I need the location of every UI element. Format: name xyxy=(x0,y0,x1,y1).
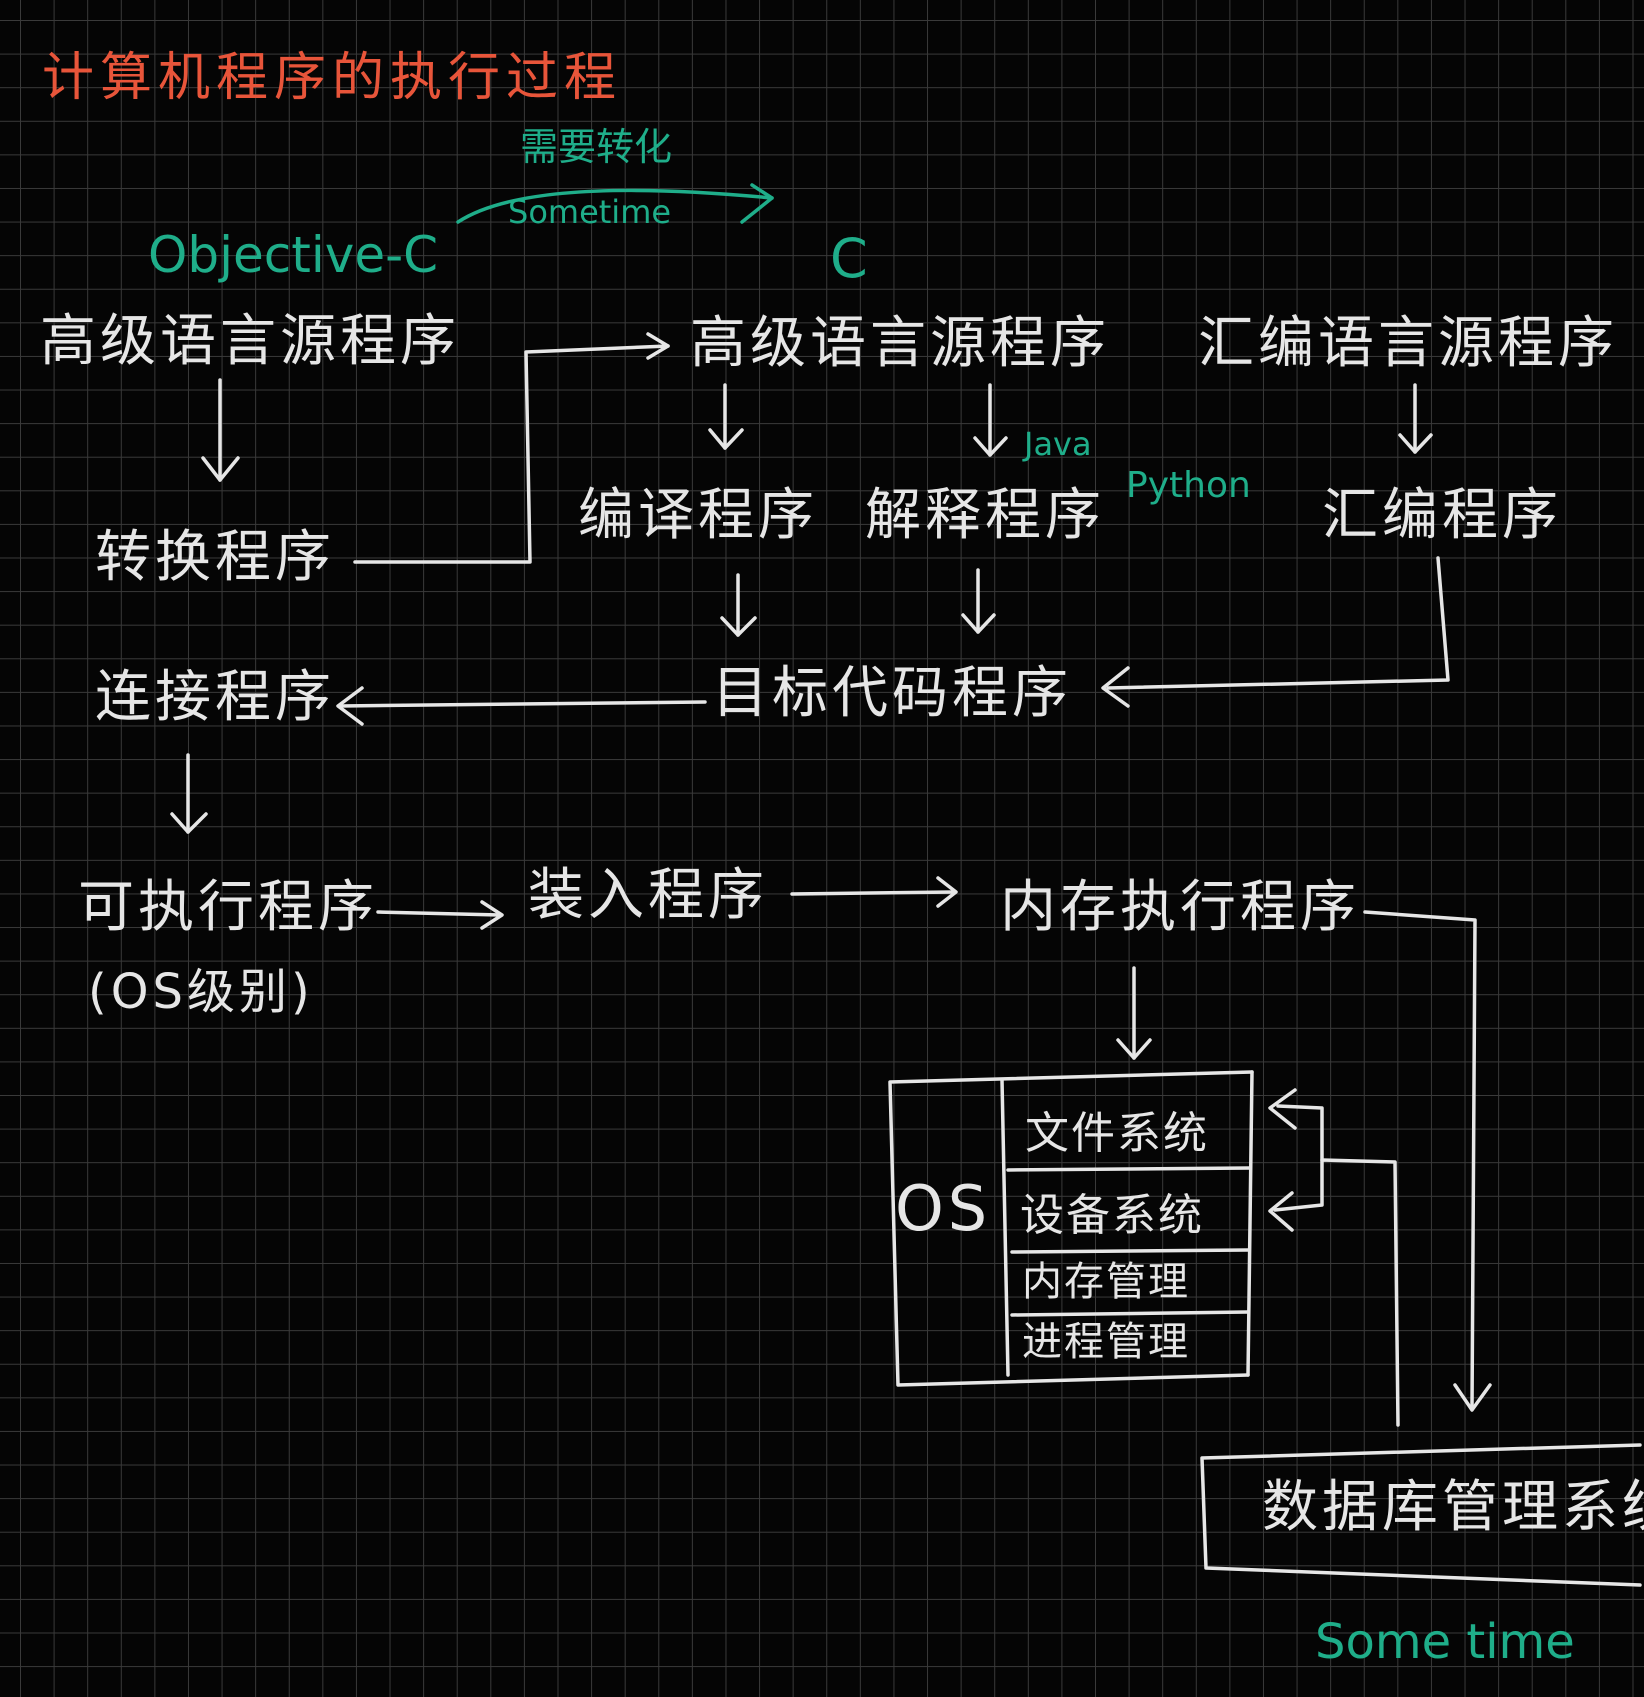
diagram-title: 计算机程序的执行过程 xyxy=(42,48,623,108)
arrowhead-mid-to-interpreter xyxy=(973,436,1008,457)
os-label: OS xyxy=(895,1172,992,1245)
executable-os-level-note: (OS级别) xyxy=(88,964,314,1020)
arrow-dbms-to-os-modules xyxy=(1273,1158,1400,1427)
os-module-dividers xyxy=(1006,1166,1252,1317)
os-module-file-system: 文件系统 xyxy=(1025,1108,1209,1159)
objective-c-label: Objective-C xyxy=(148,226,439,284)
object-code-program: 目标代码程序 xyxy=(712,661,1072,726)
arrowhead-memory xyxy=(936,876,958,908)
arrow-loader-to-memory xyxy=(790,890,957,896)
asm-source: 汇编语言源程序 xyxy=(1198,311,1618,376)
arrowhead-memory-to-dbms xyxy=(1453,1383,1492,1412)
interpreter-program: 解释程序 xyxy=(865,483,1105,548)
os-outer-box xyxy=(888,1070,1254,1387)
arrow-executable-to-loader xyxy=(376,910,502,917)
arrowhead-object-to-linker xyxy=(336,686,364,726)
java-label: Java xyxy=(1024,425,1092,463)
arrowhead-interpreter-to-object xyxy=(961,613,996,634)
dbms-box xyxy=(1200,1443,1642,1587)
os-module-memory-management: 内存管理 xyxy=(1022,1259,1190,1305)
arrowhead-asmsrc-to-assembler xyxy=(1398,433,1433,454)
os-module-process-management: 进程管理 xyxy=(1022,1319,1190,1365)
arrowhead-linker-to-executable xyxy=(170,812,208,834)
dbms-label: 数据库管理系统 xyxy=(1262,1475,1644,1540)
arrowhead-compiler-to-object xyxy=(720,616,757,637)
sometime-bottom-note: Some time xyxy=(1315,1614,1575,1670)
arrowhead-device-system xyxy=(1268,1191,1294,1232)
arrow-converter-to-mid-source xyxy=(353,344,670,564)
arrowhead-mid-to-compiler xyxy=(708,428,744,450)
converter-program: 转换程序 xyxy=(95,525,335,590)
c-label: C xyxy=(830,227,868,290)
arrow-memory-to-dbms xyxy=(1363,910,1477,1410)
os-module-device-system: 设备系统 xyxy=(1020,1190,1204,1241)
convert-note: 需要转化 xyxy=(520,125,673,169)
sometime-curve-arrow xyxy=(456,188,774,224)
arrow-dbms-to-file-system xyxy=(1276,1104,1324,1162)
arrowhead-file-system xyxy=(1268,1088,1297,1130)
assembler-program: 汇编程序 xyxy=(1322,483,1562,548)
executable-program: 可执行程序 xyxy=(78,875,378,940)
python-label: Python xyxy=(1126,465,1251,506)
arrowhead-converter-to-mid-source xyxy=(646,332,670,360)
arrowhead-source-to-converter xyxy=(201,456,240,482)
arrowhead-executable-to-loader xyxy=(480,900,504,930)
memory-exec-program: 内存执行程序 xyxy=(1000,875,1360,940)
loader-program: 装入程序 xyxy=(528,863,768,928)
arrow-assembler-to-object xyxy=(1106,556,1450,690)
sometime-top-note: Sometime xyxy=(508,193,672,231)
hl-source-mid: 高级语言源程序 xyxy=(690,311,1110,376)
arrowhead-memory-to-os xyxy=(1116,1038,1152,1060)
os-inner-box xyxy=(1000,1070,1254,1377)
hl-source-left: 高级语言源程序 xyxy=(40,309,460,374)
sometime-curve-arrowhead xyxy=(740,183,774,224)
compiler-program: 编译程序 xyxy=(578,483,818,548)
arrow-object-to-linker xyxy=(338,700,707,708)
linker-program: 连接程序 xyxy=(95,665,335,730)
arrowhead-assembler-to-object xyxy=(1101,666,1130,708)
